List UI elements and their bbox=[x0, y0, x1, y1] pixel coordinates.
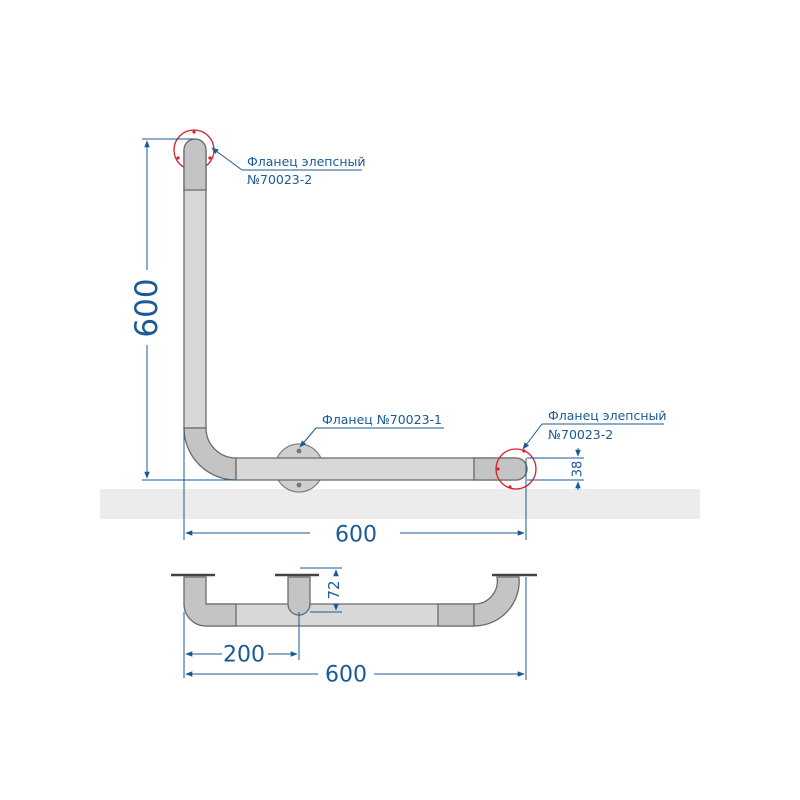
l-shaped-grab-bar bbox=[183, 138, 528, 481]
floor-band bbox=[100, 489, 700, 519]
front-dim-left-label: 200 bbox=[223, 643, 265, 668]
top-dim-vertical-label: 600 bbox=[129, 278, 165, 337]
front-middle-post bbox=[287, 576, 311, 616]
top-dim-horizontal-label: 600 bbox=[335, 523, 377, 548]
callout-right-flange-line2: №70023-2 bbox=[548, 427, 613, 442]
front-bar bbox=[205, 603, 475, 627]
callout-right-flange-line1: Фланец элепсный bbox=[548, 408, 667, 423]
callout-middle-flange bbox=[299, 427, 444, 448]
front-height-dimension bbox=[300, 567, 342, 613]
callout-top-flange-line2: №70023-2 bbox=[247, 172, 312, 187]
callout-top-flange bbox=[211, 147, 362, 171]
top-dim-small-label: 38 bbox=[571, 461, 586, 478]
small-vertical-dimension bbox=[527, 448, 584, 490]
front-bar-right-sleeve bbox=[437, 603, 475, 627]
front-total-dimension bbox=[185, 577, 527, 680]
front-view: 72 200 600 bbox=[171, 567, 537, 688]
callout-middle-flange-line1: Фланец №70023-1 bbox=[322, 412, 442, 427]
top-vertical-dimension bbox=[142, 138, 236, 481]
right-elliptic-flange bbox=[495, 448, 537, 490]
front-left-dimension bbox=[183, 612, 300, 678]
front-left-bend bbox=[183, 576, 237, 627]
callout-right-flange bbox=[522, 423, 664, 450]
front-right-bend bbox=[473, 576, 520, 627]
front-dim-height-label: 72 bbox=[325, 580, 343, 599]
callout-top-flange-line1: Фланец элепсный bbox=[247, 154, 366, 169]
top-horizontal-dimension bbox=[183, 428, 527, 540]
front-dim-total-label: 600 bbox=[325, 663, 367, 688]
top-view: 600 600 38 Фланец элепсный №70023-2 bbox=[129, 129, 667, 548]
